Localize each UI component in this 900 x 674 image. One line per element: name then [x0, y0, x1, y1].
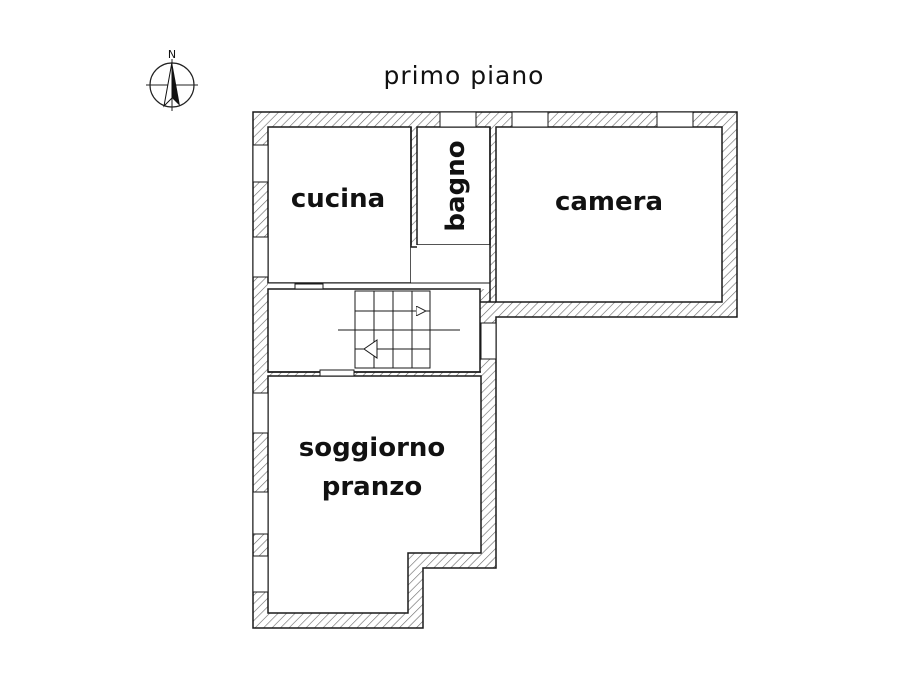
room-label-cucina: cucina: [291, 184, 385, 214]
north-arrow-icon: N: [146, 48, 198, 111]
staircase: [338, 290, 460, 369]
room-soggiorno: [267, 375, 482, 614]
room-label-bagno: bagno: [441, 140, 471, 231]
room-camera: [495, 126, 723, 303]
windows: [252, 111, 694, 593]
room-label-camera: camera: [555, 187, 663, 217]
room-label-soggiorno: soggiorno: [299, 433, 446, 463]
room-label-pranzo: pranzo: [322, 472, 422, 502]
north-label: N: [168, 48, 176, 61]
room-cucina: [267, 126, 412, 284]
floor-title: primo piano: [384, 61, 545, 90]
